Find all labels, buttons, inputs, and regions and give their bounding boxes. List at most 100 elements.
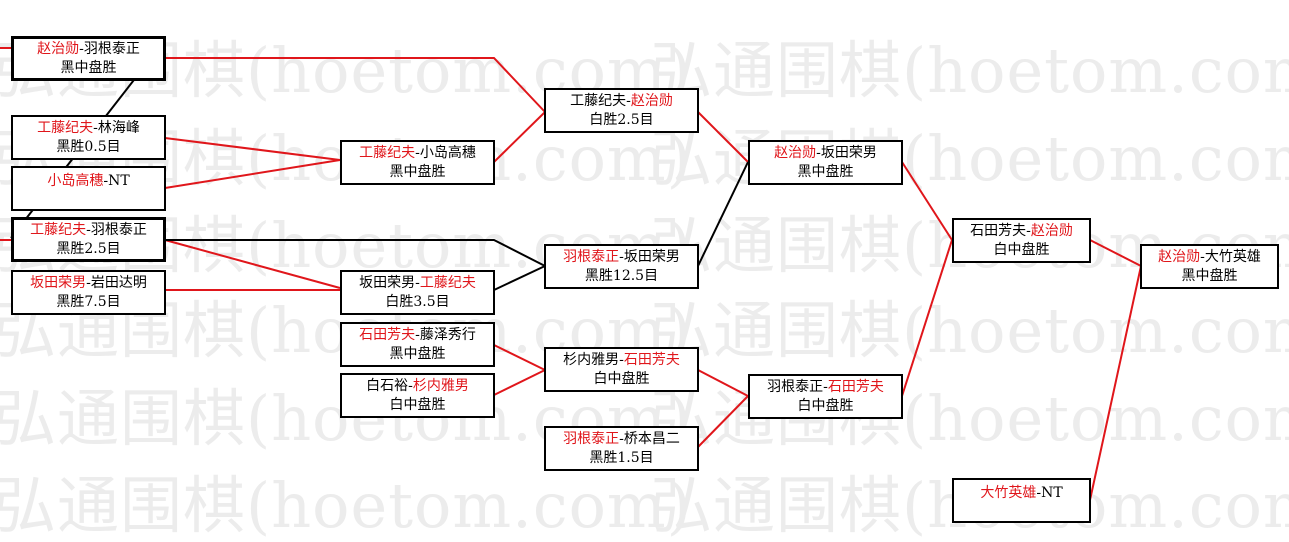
match-box[interactable]: 坂田荣男-岩田达明 黑胜7.5目 bbox=[11, 270, 166, 315]
connector-line bbox=[164, 137, 341, 161]
match-box[interactable]: 杉内雅男-石田芳夫 白中盘胜 bbox=[544, 347, 699, 392]
match-box[interactable]: 石田芳夫-藤泽秀行 黑中盘胜 bbox=[340, 322, 495, 367]
connector-line bbox=[697, 369, 749, 397]
match-result: 黑中盘胜 bbox=[389, 345, 446, 362]
match-players: 赵治勋-坂田荣男 bbox=[774, 144, 877, 161]
match-box[interactable]: 羽根泰正-桥本昌二 黑胜1.5目 bbox=[544, 426, 699, 471]
match-box[interactable]: 小岛高穗-NT bbox=[11, 166, 166, 211]
player-loser: 羽根泰正 bbox=[83, 40, 140, 57]
final-match-box[interactable]: 赵治勋-大竹英雄 黑中盘胜 bbox=[1140, 244, 1279, 289]
player-loser: 大竹英雄 bbox=[1204, 248, 1261, 265]
connector-line bbox=[493, 265, 546, 291]
match-box[interactable]: 工藤纪夫-林海峰 黑胜0.5目 bbox=[11, 115, 166, 160]
match-players: 羽根泰正-石田芳夫 bbox=[767, 378, 884, 395]
player-winner: 坂田荣男 bbox=[30, 274, 87, 291]
player-loser: NT bbox=[108, 173, 130, 189]
match-box[interactable]: 羽根泰正-坂田荣男 黑胜12.5目 bbox=[544, 244, 699, 289]
match-result: 白胜3.5目 bbox=[385, 293, 450, 310]
match-players: 白石裕-杉内雅男 bbox=[366, 377, 469, 394]
connector-line bbox=[697, 111, 749, 163]
match-box[interactable]: 工藤纪夫-小岛高穗 黑中盘胜 bbox=[340, 140, 495, 185]
match-result: 黑中盘胜 bbox=[797, 163, 854, 180]
connector-line bbox=[493, 111, 546, 163]
connector-line bbox=[901, 161, 953, 241]
player-loser: 桥本昌二 bbox=[623, 430, 680, 447]
match-box[interactable]: 工藤纪夫-赵治勋 白胜2.5目 bbox=[544, 88, 699, 133]
match-result: 黑中盘胜 bbox=[1181, 267, 1238, 284]
match-box[interactable]: 羽根泰正-石田芳夫 白中盘胜 bbox=[748, 374, 903, 419]
match-result: 黑中盘胜 bbox=[389, 163, 446, 180]
match-box[interactable]: 白石裕-杉内雅男 白中盘胜 bbox=[340, 373, 495, 418]
connector-line bbox=[901, 239, 953, 397]
match-players: 石田芳夫-赵治勋 bbox=[970, 222, 1073, 239]
player-loser: 杉内雅男 bbox=[563, 351, 620, 368]
connector-line bbox=[164, 239, 341, 289]
player-loser: 岩田达明 bbox=[90, 274, 147, 291]
match-result: 白中盘胜 bbox=[797, 397, 854, 414]
player-winner: 石田芳夫 bbox=[827, 378, 884, 395]
match-players: 杉内雅男-石田芳夫 bbox=[563, 351, 680, 368]
match-box[interactable]: 赵治勋-坂田荣男 黑中盘胜 bbox=[748, 140, 903, 185]
player-loser: 坂田荣男 bbox=[359, 274, 416, 291]
match-result: 白中盘胜 bbox=[593, 370, 650, 387]
player-winner: 羽根泰正 bbox=[563, 248, 620, 265]
connector-line bbox=[493, 369, 546, 396]
player-loser: 藤泽秀行 bbox=[419, 326, 476, 343]
match-box[interactable]: 赵治勋-羽根泰正 黑中盘胜 bbox=[11, 36, 166, 81]
player-loser: 白石裕 bbox=[366, 377, 409, 394]
player-loser: 林海峰 bbox=[97, 119, 140, 136]
player-winner: 工藤纪夫 bbox=[37, 119, 94, 136]
match-players: 小岛高穗-NT bbox=[47, 173, 130, 189]
match-players: 羽根泰正-桥本昌二 bbox=[563, 430, 680, 447]
player-loser: 坂田荣男 bbox=[820, 144, 877, 161]
connector-line bbox=[697, 161, 749, 267]
match-result: 白中盘胜 bbox=[993, 241, 1050, 258]
match-players: 羽根泰正-坂田荣男 bbox=[563, 248, 680, 265]
player-winner: 工藤纪夫 bbox=[359, 144, 416, 161]
connector-line bbox=[697, 395, 749, 448]
player-winner: 工藤纪夫 bbox=[419, 274, 476, 291]
player-winner: 赵治勋 bbox=[1030, 222, 1073, 239]
match-result: 黑胜0.5目 bbox=[56, 138, 121, 155]
match-result: 黑胜1.5目 bbox=[589, 449, 654, 466]
match-box[interactable]: 坂田荣男-工藤纪夫 白胜3.5目 bbox=[340, 270, 495, 315]
player-winner: 赵治勋 bbox=[1158, 248, 1201, 265]
connector-line bbox=[165, 57, 546, 113]
match-players: 赵治勋-大竹英雄 bbox=[1158, 248, 1261, 265]
match-players: 工藤纪夫-林海峰 bbox=[37, 119, 140, 136]
player-loser: 坂田荣男 bbox=[623, 248, 680, 265]
connector-line bbox=[164, 159, 341, 189]
match-result: 黑胜7.5目 bbox=[56, 293, 121, 310]
match-players: 工藤纪夫-赵治勋 bbox=[570, 92, 673, 109]
match-players: 大竹英雄-NT bbox=[980, 485, 1063, 501]
match-players: 工藤纪夫-羽根泰正 bbox=[30, 221, 147, 238]
player-winner: 大竹英雄 bbox=[980, 485, 1037, 501]
match-box[interactable]: 石田芳夫-赵治勋 白中盘胜 bbox=[952, 218, 1091, 263]
player-loser: 小岛高穗 bbox=[419, 144, 476, 161]
player-loser: 羽根泰正 bbox=[767, 378, 824, 395]
connector-line bbox=[493, 344, 546, 371]
match-players: 坂田荣男-工藤纪夫 bbox=[359, 274, 476, 291]
player-winner: 赵治勋 bbox=[37, 40, 80, 57]
match-players: 坂田荣男-岩田达明 bbox=[30, 274, 147, 291]
player-winner: 小岛高穗 bbox=[47, 173, 104, 189]
match-players: 石田芳夫-藤泽秀行 bbox=[359, 326, 476, 343]
match-result: 白胜2.5目 bbox=[589, 111, 654, 128]
player-winner: 杉内雅男 bbox=[412, 377, 469, 394]
player-loser: 羽根泰正 bbox=[90, 221, 147, 238]
match-result: 黑胜12.5目 bbox=[584, 267, 659, 284]
connector-line bbox=[165, 239, 546, 267]
match-box[interactable]: 大竹英雄-NT bbox=[952, 478, 1091, 523]
match-result: 白中盘胜 bbox=[389, 396, 446, 413]
player-winner: 石田芳夫 bbox=[623, 351, 680, 368]
player-winner: 羽根泰正 bbox=[563, 430, 620, 447]
connector-line bbox=[1089, 265, 1142, 501]
match-result: 黑中盘胜 bbox=[60, 59, 117, 76]
player-winner: 石田芳夫 bbox=[359, 326, 416, 343]
match-players: 赵治勋-羽根泰正 bbox=[37, 40, 140, 57]
match-box[interactable]: 工藤纪夫-羽根泰正 黑胜2.5目 bbox=[11, 217, 166, 262]
player-winner: 工藤纪夫 bbox=[30, 221, 87, 238]
connector-line bbox=[1089, 239, 1142, 267]
player-loser: NT bbox=[1041, 485, 1063, 501]
